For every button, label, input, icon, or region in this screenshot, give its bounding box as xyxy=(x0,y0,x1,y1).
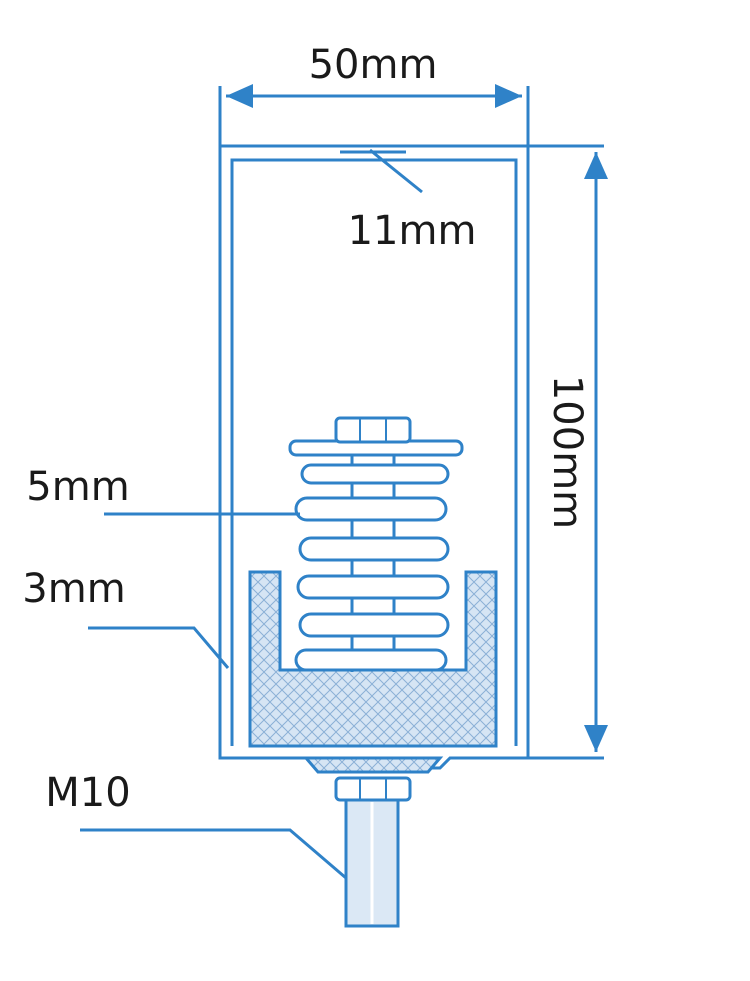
slot-leader xyxy=(369,148,423,194)
bottom-nut xyxy=(334,776,412,802)
height-label: 100mm xyxy=(544,375,590,529)
wall-leader xyxy=(88,626,230,669)
height-dimension xyxy=(528,144,608,760)
slot-label: 11mm xyxy=(348,208,477,254)
width-label: 50mm xyxy=(309,42,438,88)
spring-wire-label: 5mm xyxy=(26,464,129,510)
thread-label: M10 xyxy=(45,770,130,816)
spring xyxy=(294,444,450,672)
thread-leader xyxy=(80,828,347,880)
wall-label: 3mm xyxy=(22,566,125,612)
top-nut xyxy=(334,416,412,444)
rubber-pad xyxy=(248,570,498,748)
width-dimension xyxy=(218,84,530,150)
pad-lip xyxy=(302,756,444,774)
